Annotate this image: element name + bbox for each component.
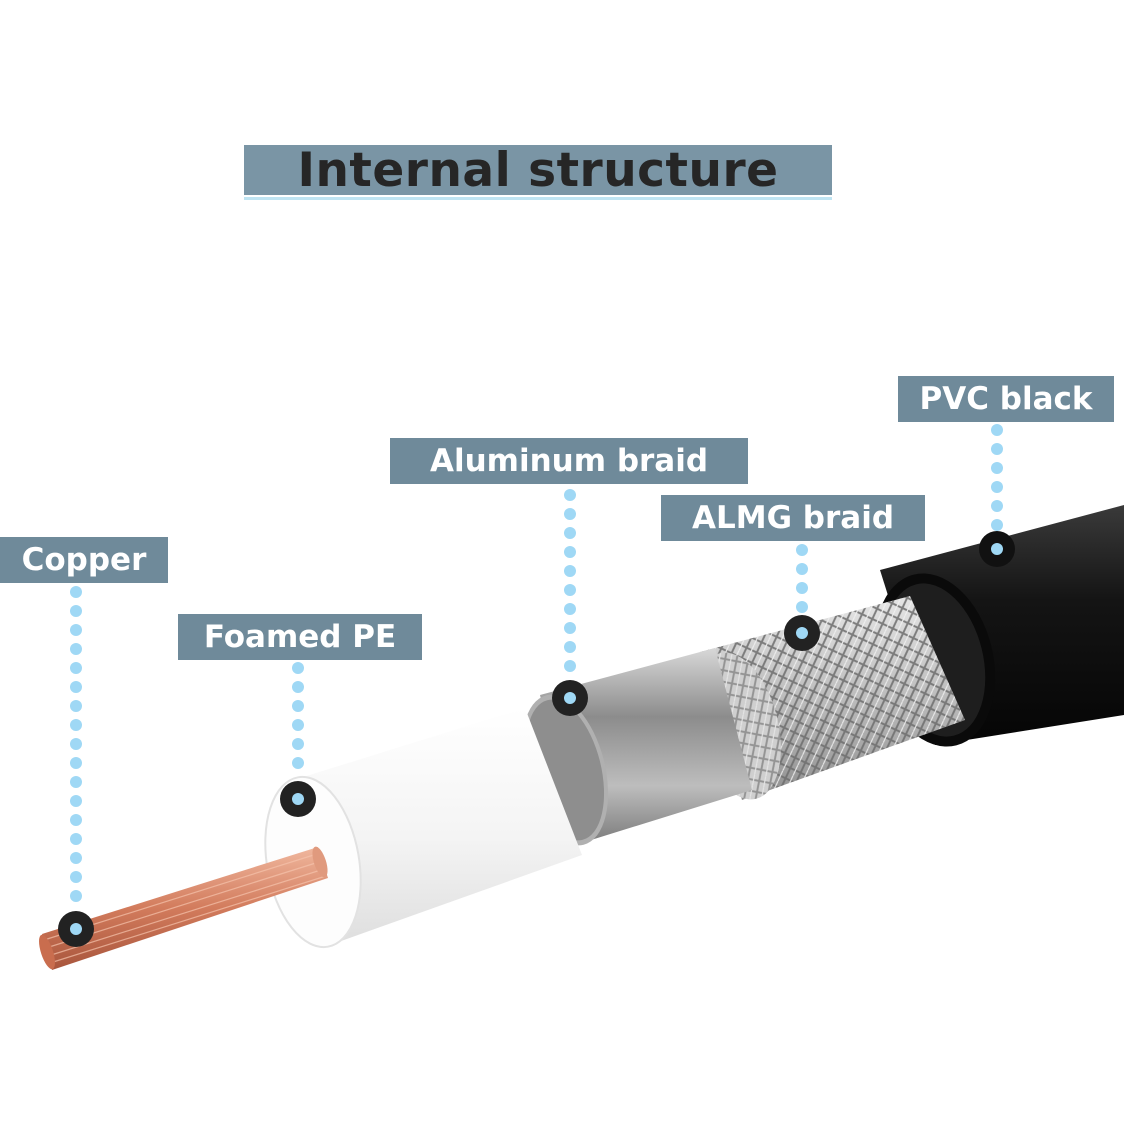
label-copper: Copper [0, 537, 168, 583]
leader-dot [564, 527, 576, 539]
leader-dot [564, 622, 576, 634]
leader-dot [991, 519, 1003, 531]
leader-dot [796, 563, 808, 575]
label-almg-braid: ALMG braid [661, 495, 925, 541]
leader-lines [70, 424, 1003, 902]
leader-dot [292, 662, 304, 674]
leader-dot [292, 681, 304, 693]
diagram-title: Internal structure [244, 145, 832, 195]
leader-dot [70, 662, 82, 674]
leader-dot [70, 795, 82, 807]
leader-dot [796, 544, 808, 556]
leader-dot [564, 489, 576, 501]
leader-dot [70, 871, 82, 883]
leader-dot [70, 643, 82, 655]
leader-dot [70, 776, 82, 788]
leader-dot [564, 546, 576, 558]
marker-dots [58, 531, 1015, 947]
leader-dot [991, 424, 1003, 436]
aluminum-braid-marker [552, 680, 588, 716]
leader-dot [70, 700, 82, 712]
foamed-pe-leader-line [292, 662, 304, 769]
leader-dot [564, 565, 576, 577]
leader-dot [796, 582, 808, 594]
almg-braid-leader-line [796, 544, 808, 613]
leader-dot [70, 681, 82, 693]
leader-dot [292, 738, 304, 750]
almg-braid-marker [784, 615, 820, 651]
leader-dot [70, 757, 82, 769]
copper-conductor [39, 846, 328, 970]
copper-marker [58, 911, 94, 947]
leader-dot [70, 605, 82, 617]
label-aluminum-braid: Aluminum braid [390, 438, 748, 484]
leader-dot [796, 601, 808, 613]
leader-dot [70, 833, 82, 845]
leader-dot [70, 852, 82, 864]
title-underline [244, 197, 832, 200]
leader-dot [70, 738, 82, 750]
leader-dot [564, 603, 576, 615]
leader-dot [70, 586, 82, 598]
leader-dot [292, 757, 304, 769]
leader-dot [70, 814, 82, 826]
leader-dot [564, 584, 576, 596]
leader-dot [991, 462, 1003, 474]
pvc-black-marker [979, 531, 1015, 567]
copper-leader-line [70, 586, 82, 902]
label-foamed-pe: Foamed PE [178, 614, 422, 660]
foamed-pe-marker [280, 781, 316, 817]
leader-dot [564, 641, 576, 653]
leader-dot [991, 443, 1003, 455]
aluminum-braid-leader-line [564, 489, 576, 672]
pvc-black-leader-line [991, 424, 1003, 531]
leader-dot [292, 719, 304, 731]
leader-dot [564, 508, 576, 520]
label-pvc-black: PVC black [898, 376, 1114, 422]
leader-dot [991, 481, 1003, 493]
leader-dot [991, 500, 1003, 512]
leader-dot [70, 890, 82, 902]
leader-dot [70, 624, 82, 636]
leader-dot [70, 719, 82, 731]
leader-dot [564, 660, 576, 672]
leader-dot [292, 700, 304, 712]
